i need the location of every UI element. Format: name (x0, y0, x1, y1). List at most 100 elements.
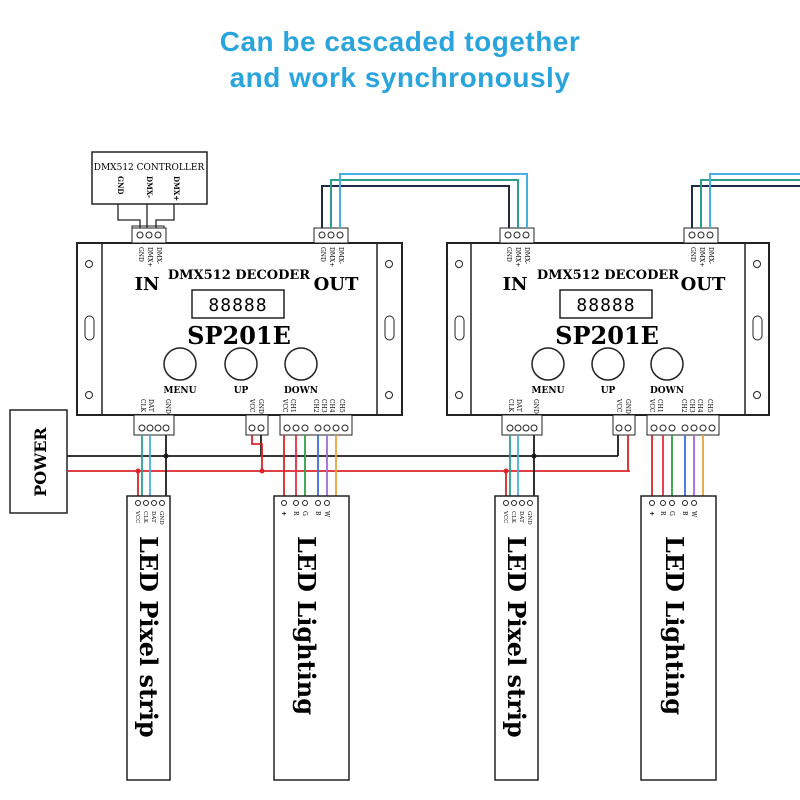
strip-pin: CLK (142, 511, 148, 524)
channel-pin: VCC (648, 398, 655, 413)
out-pin: DMX- (707, 247, 714, 264)
power-supply: POWER (9, 409, 68, 514)
dmx-controller: DMX512 CONTROLLER GND DMX- DMX+ (91, 151, 208, 239)
strip-pin: + (280, 511, 287, 516)
dmx-cascade-wires (321, 173, 800, 228)
in-pin: DMX- (155, 247, 162, 264)
controller-pin-dmx-plus: DMX+ (172, 176, 181, 201)
channel-wires (295, 435, 704, 500)
led-display (191, 289, 285, 319)
display-digits: 88888 (576, 295, 635, 316)
power-pin: VCC (615, 398, 622, 413)
strip-pin: GND (526, 511, 532, 525)
menu-button-label: MENU (164, 386, 197, 396)
mount-hole-icon (385, 391, 393, 399)
strip-pin: GND (158, 511, 164, 525)
pixel-pin: GND (164, 399, 171, 414)
power-pin: GND (257, 399, 264, 414)
in-pin: DMX+ (146, 247, 153, 267)
power-bus (67, 435, 653, 500)
in-pin: GND (505, 247, 512, 262)
out-pin: GND (689, 247, 696, 262)
menu-button[interactable] (531, 347, 565, 381)
channel-pin: CH5 (706, 399, 713, 413)
channel-pin: CH5 (338, 399, 345, 413)
channel-pin: CH3 (320, 399, 327, 413)
decoder-title: DMX512 DECODER (168, 268, 310, 283)
up-button-label: UP (234, 386, 249, 396)
in-label: IN (503, 274, 528, 295)
strip-label: LED Lighting (292, 536, 321, 715)
power-pin: VCC (248, 398, 255, 413)
channel-pin: CH1 (656, 399, 663, 413)
mount-hole-icon (85, 391, 93, 399)
mount-hole-icon (753, 260, 761, 268)
strip-pin: R (292, 511, 299, 516)
mount-hole-icon (385, 260, 393, 268)
strip-pin: R (659, 511, 666, 516)
channel-pin: VCC (281, 398, 288, 413)
led-display (559, 289, 653, 319)
strip-pin: CLK (510, 511, 516, 524)
model-label: SP201E (187, 321, 291, 350)
down-button-label: DOWN (284, 386, 318, 396)
power-pin: GND (624, 399, 631, 414)
model-label: SP201E (555, 321, 659, 350)
menu-button[interactable] (163, 347, 197, 381)
out-pin: GND (319, 247, 326, 262)
out-pin: DMX+ (698, 247, 705, 267)
controller-pin-dmx-minus: DMX- (145, 176, 154, 198)
up-button[interactable] (224, 347, 258, 381)
out-label: OUT (681, 274, 726, 295)
channel-pin: CH2 (312, 399, 319, 413)
pixel-pin: DAT (515, 399, 522, 412)
strip-pin: DAT (150, 511, 156, 523)
display-digits: 88888 (208, 295, 267, 316)
controller-pin-gnd: GND (116, 176, 125, 194)
strip-label: LED Pixel strip (502, 536, 531, 738)
controller-title: DMX512 CONTROLLER (94, 163, 205, 173)
led-strip-3: VCC CLK DAT GND LED Pixel strip (494, 495, 539, 781)
out-pin: DMX- (337, 247, 344, 264)
mount-slot-icon (752, 315, 763, 341)
strip-label: LED Lighting (660, 536, 689, 715)
strip-pin: B (681, 511, 688, 516)
mount-slot-icon (84, 315, 95, 341)
mount-hole-icon (455, 391, 463, 399)
pixel-pin: GND (532, 399, 539, 414)
pixel-pin: DAT (147, 399, 154, 412)
up-button[interactable] (591, 347, 625, 381)
strip-pin: G (668, 511, 675, 516)
up-button-label: UP (601, 386, 616, 396)
mount-slot-icon (454, 315, 465, 341)
out-pin: DMX+ (328, 247, 335, 267)
down-button-label: DOWN (650, 386, 684, 396)
strip-pin: VCC (502, 510, 508, 523)
in-pin: DMX+ (514, 247, 521, 267)
down-button[interactable] (284, 347, 318, 381)
strip-pin: + (648, 511, 655, 516)
led-strip-4: + R G B W LED Lighting (640, 495, 717, 781)
decoder-title: DMX512 DECODER (537, 268, 679, 283)
strip-label: LED Pixel strip (134, 536, 163, 738)
channel-pin: CH3 (688, 399, 695, 413)
out-label: OUT (314, 274, 359, 295)
in-pin: DMX- (523, 247, 530, 264)
channel-pin: CH4 (696, 399, 703, 413)
mount-slot-icon (384, 315, 395, 341)
strip-pin: B (314, 511, 321, 516)
led-strip-2: + R G B W LED Lighting (273, 495, 350, 781)
mount-hole-icon (753, 391, 761, 399)
pixel-signal-wires (141, 435, 535, 500)
strip-pin: VCC (134, 510, 140, 523)
channel-pin: CH1 (289, 399, 296, 413)
headline-line-1: Can be cascaded together (219, 26, 581, 57)
channel-pin: CH4 (328, 399, 335, 413)
channel-pin: CH2 (680, 399, 687, 413)
pixel-pin: CLK (139, 399, 146, 413)
down-button[interactable] (650, 347, 684, 381)
in-pin: GND (137, 247, 144, 262)
strip-pin: W (690, 511, 697, 518)
decoder-2: DMX512 DECODER IN OUT 88888 SP201E MENU … (446, 227, 770, 436)
